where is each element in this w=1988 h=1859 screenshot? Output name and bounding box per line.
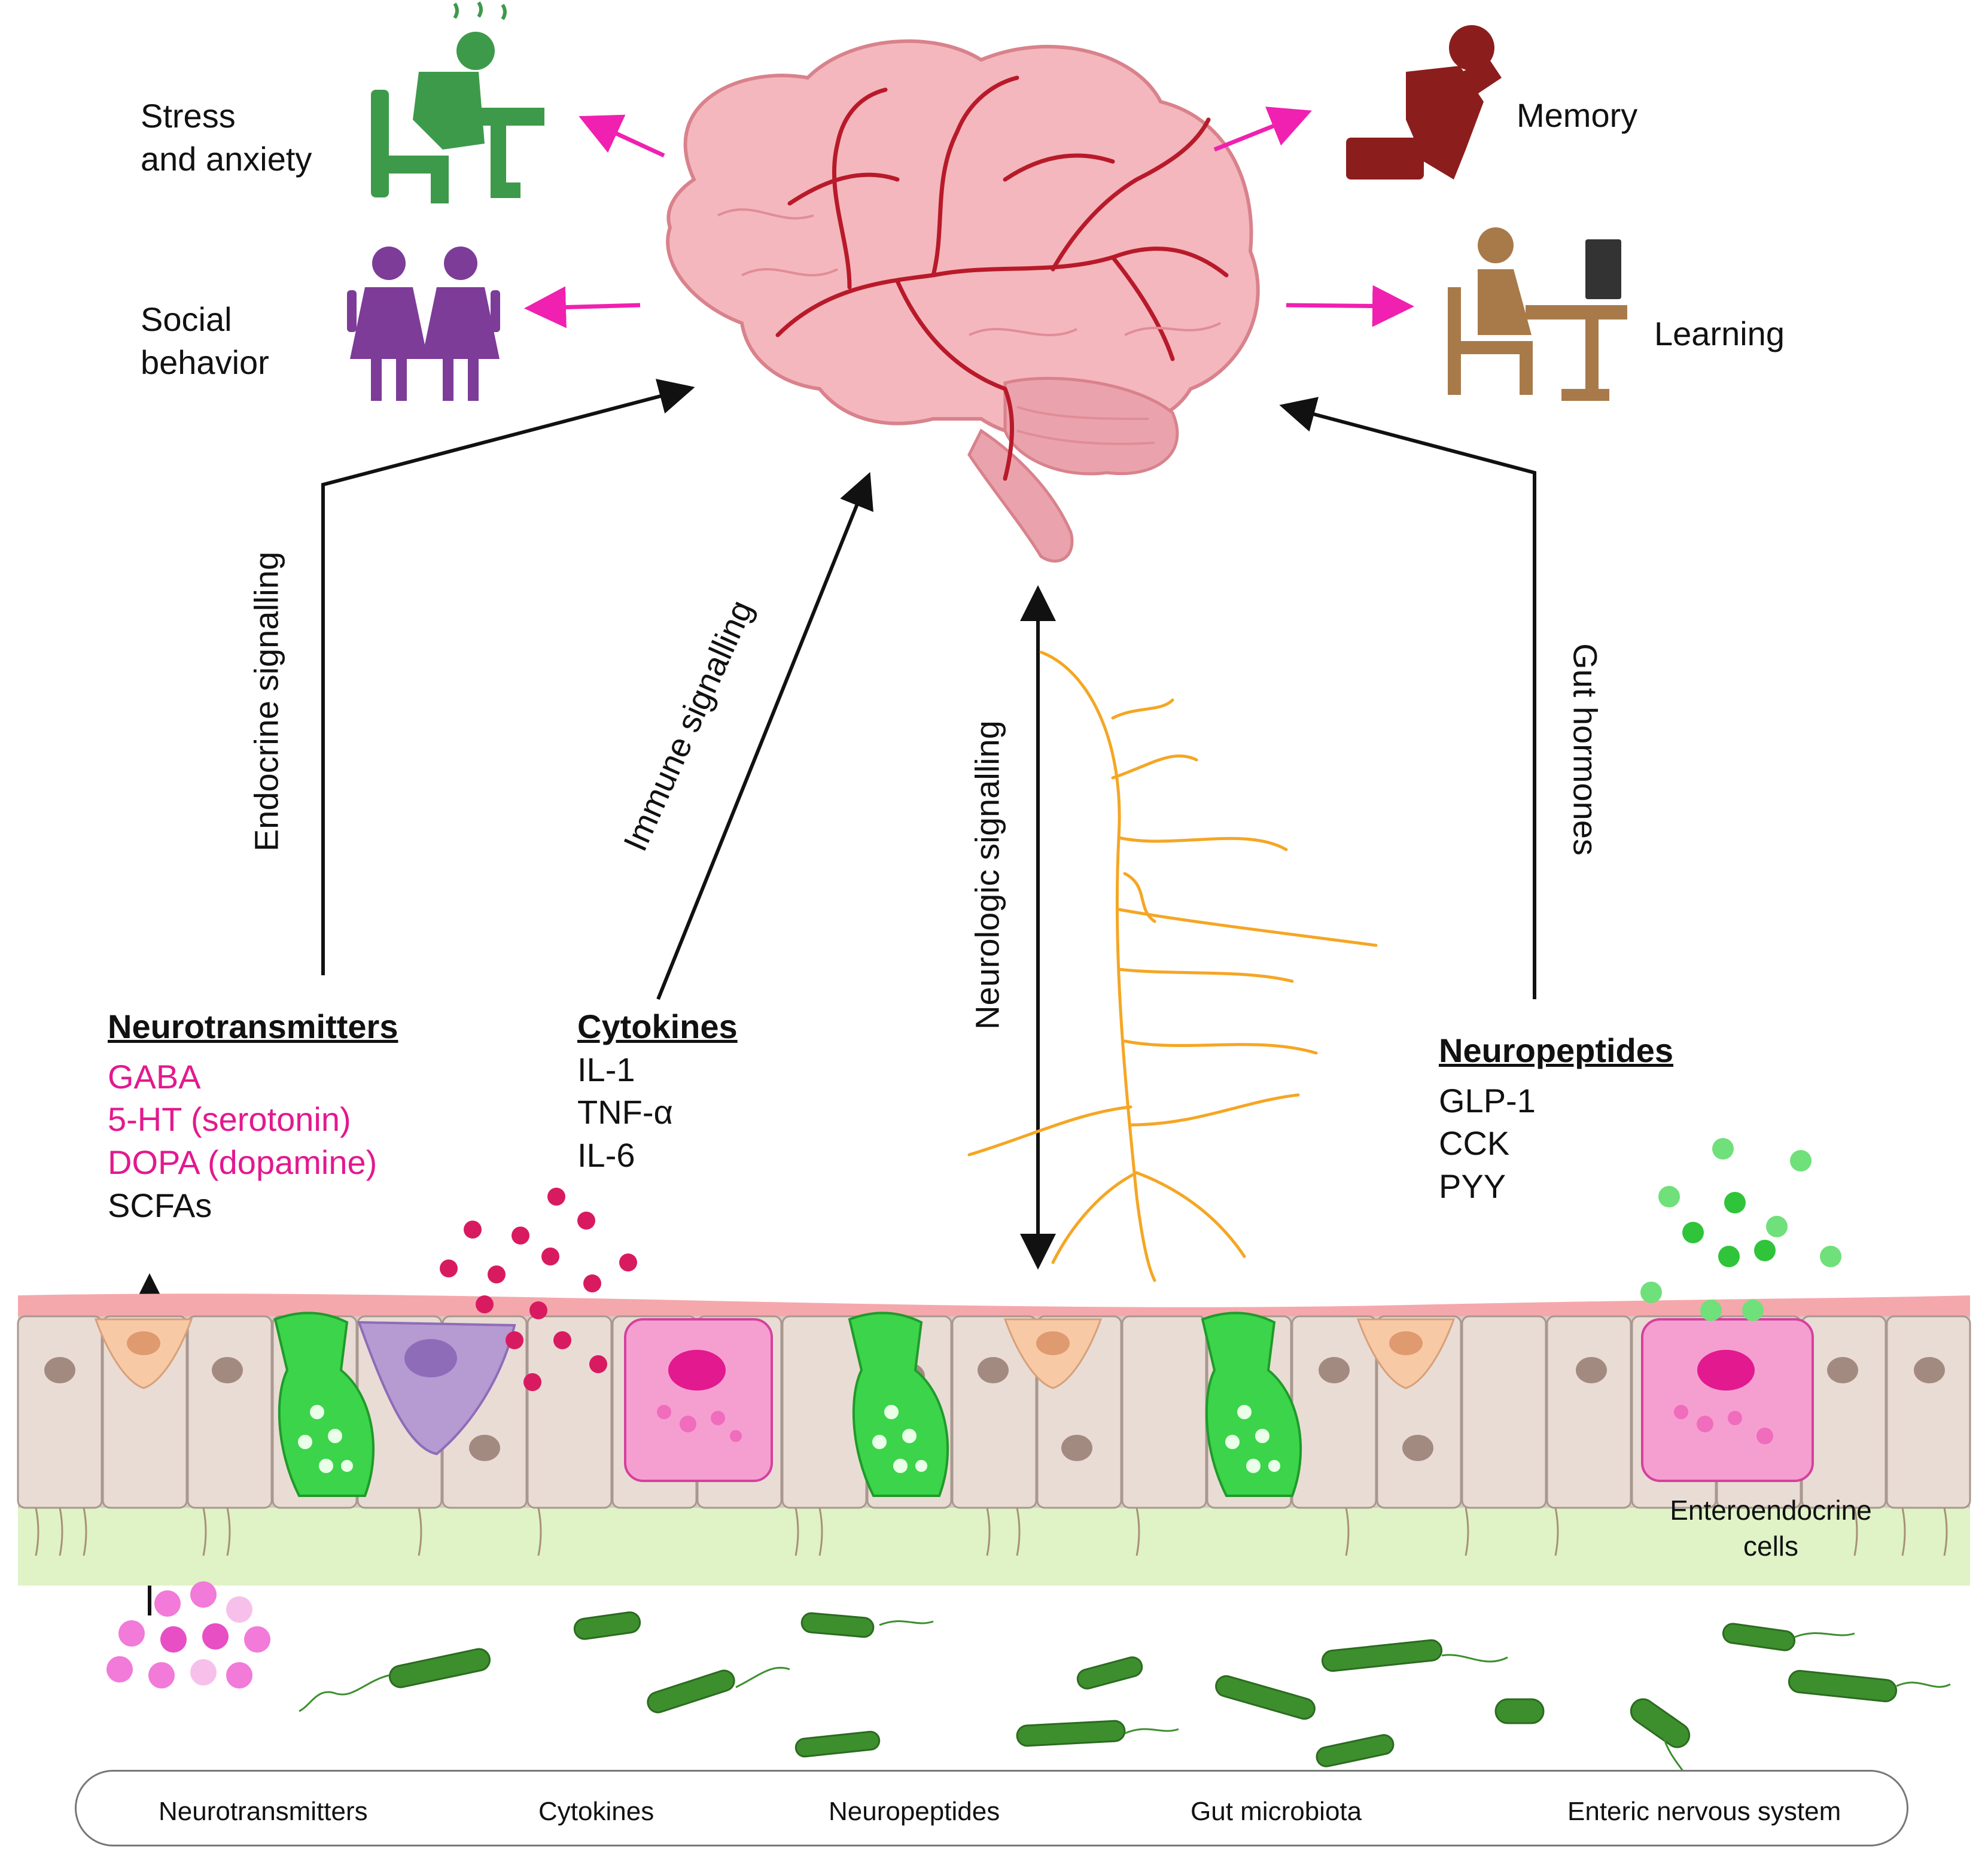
- stressed-person-icon: [371, 1, 544, 203]
- outcome-arrows: [524, 107, 1414, 328]
- tnf-item: TNF-α: [577, 1093, 673, 1131]
- brain-icon: [666, 39, 1260, 563]
- social-label: Social behavior: [141, 300, 269, 381]
- stress-label: Stress and anxiety: [141, 97, 312, 178]
- endocrine-label: Endocrine signalling: [247, 551, 285, 852]
- legend: [75, 1770, 1908, 1846]
- enteric-nerve: [967, 650, 1378, 1282]
- learning-label: Learning: [1654, 315, 1785, 352]
- pyy-item: PYY: [1439, 1167, 1506, 1206]
- neurotransmitters-list: Neurotransmitters GABA 5-HT (serotonin) …: [108, 1005, 398, 1227]
- goblet-cells: [273, 1312, 1302, 1497]
- memory-label: Memory: [1517, 96, 1638, 134]
- sitting-person-icon: [1346, 25, 1502, 179]
- gut-hormones-label: Gut hormones: [1566, 643, 1605, 856]
- gaba-item: GABA: [108, 1057, 201, 1096]
- scfas-item: SCFAs: [108, 1186, 212, 1224]
- legend-neurotransmitters: Neurotransmitters: [159, 1797, 368, 1826]
- cytokines-list: Cytokines IL-1 TNF-α IL-6: [577, 1005, 738, 1177]
- immune-cell: [357, 1321, 516, 1456]
- serotonin-item: 5-HT (serotonin): [108, 1100, 351, 1139]
- glp1-item: GLP-1: [1439, 1081, 1536, 1119]
- neuropeptides-list: Neuropeptides GLP-1 CCK PYY: [1439, 1029, 1673, 1208]
- neuropeptide-dots: [1640, 1138, 1841, 1321]
- cytokine-dots: [440, 1188, 637, 1391]
- dopamine-item: DOPA (dopamine): [108, 1143, 377, 1182]
- legend-gut-microbiota: Gut microbiota: [1191, 1797, 1362, 1826]
- legend-enteric-nervous-system: Enteric nervous system: [1567, 1797, 1841, 1826]
- person-at-computer-icon: [1448, 227, 1627, 401]
- legend-cytokines: Cytokines: [538, 1797, 654, 1826]
- gut-microbiota: [388, 1611, 1898, 1767]
- enteroendocrine-label: Enteroendocrine cells: [1670, 1495, 1872, 1562]
- neurotransmitter-dots: [106, 1581, 270, 1688]
- neurologic-label: Neurologic signalling: [968, 720, 1006, 1030]
- il1-item: IL-1: [577, 1050, 635, 1088]
- neuropeptides-header: Neuropeptides: [1439, 1032, 1674, 1069]
- cytokines-header: Cytokines: [577, 1008, 738, 1045]
- gut-epithelium: [17, 1294, 1971, 1586]
- bacterial-flagella: [299, 1620, 1951, 1790]
- neurotransmitters-header: Neurotransmitters: [108, 1008, 398, 1045]
- two-women-icon: [347, 247, 500, 401]
- il6-item: IL-6: [577, 1136, 635, 1175]
- legend-neuropeptides: Neuropeptides: [829, 1797, 1000, 1826]
- cck-item: CCK: [1439, 1124, 1510, 1163]
